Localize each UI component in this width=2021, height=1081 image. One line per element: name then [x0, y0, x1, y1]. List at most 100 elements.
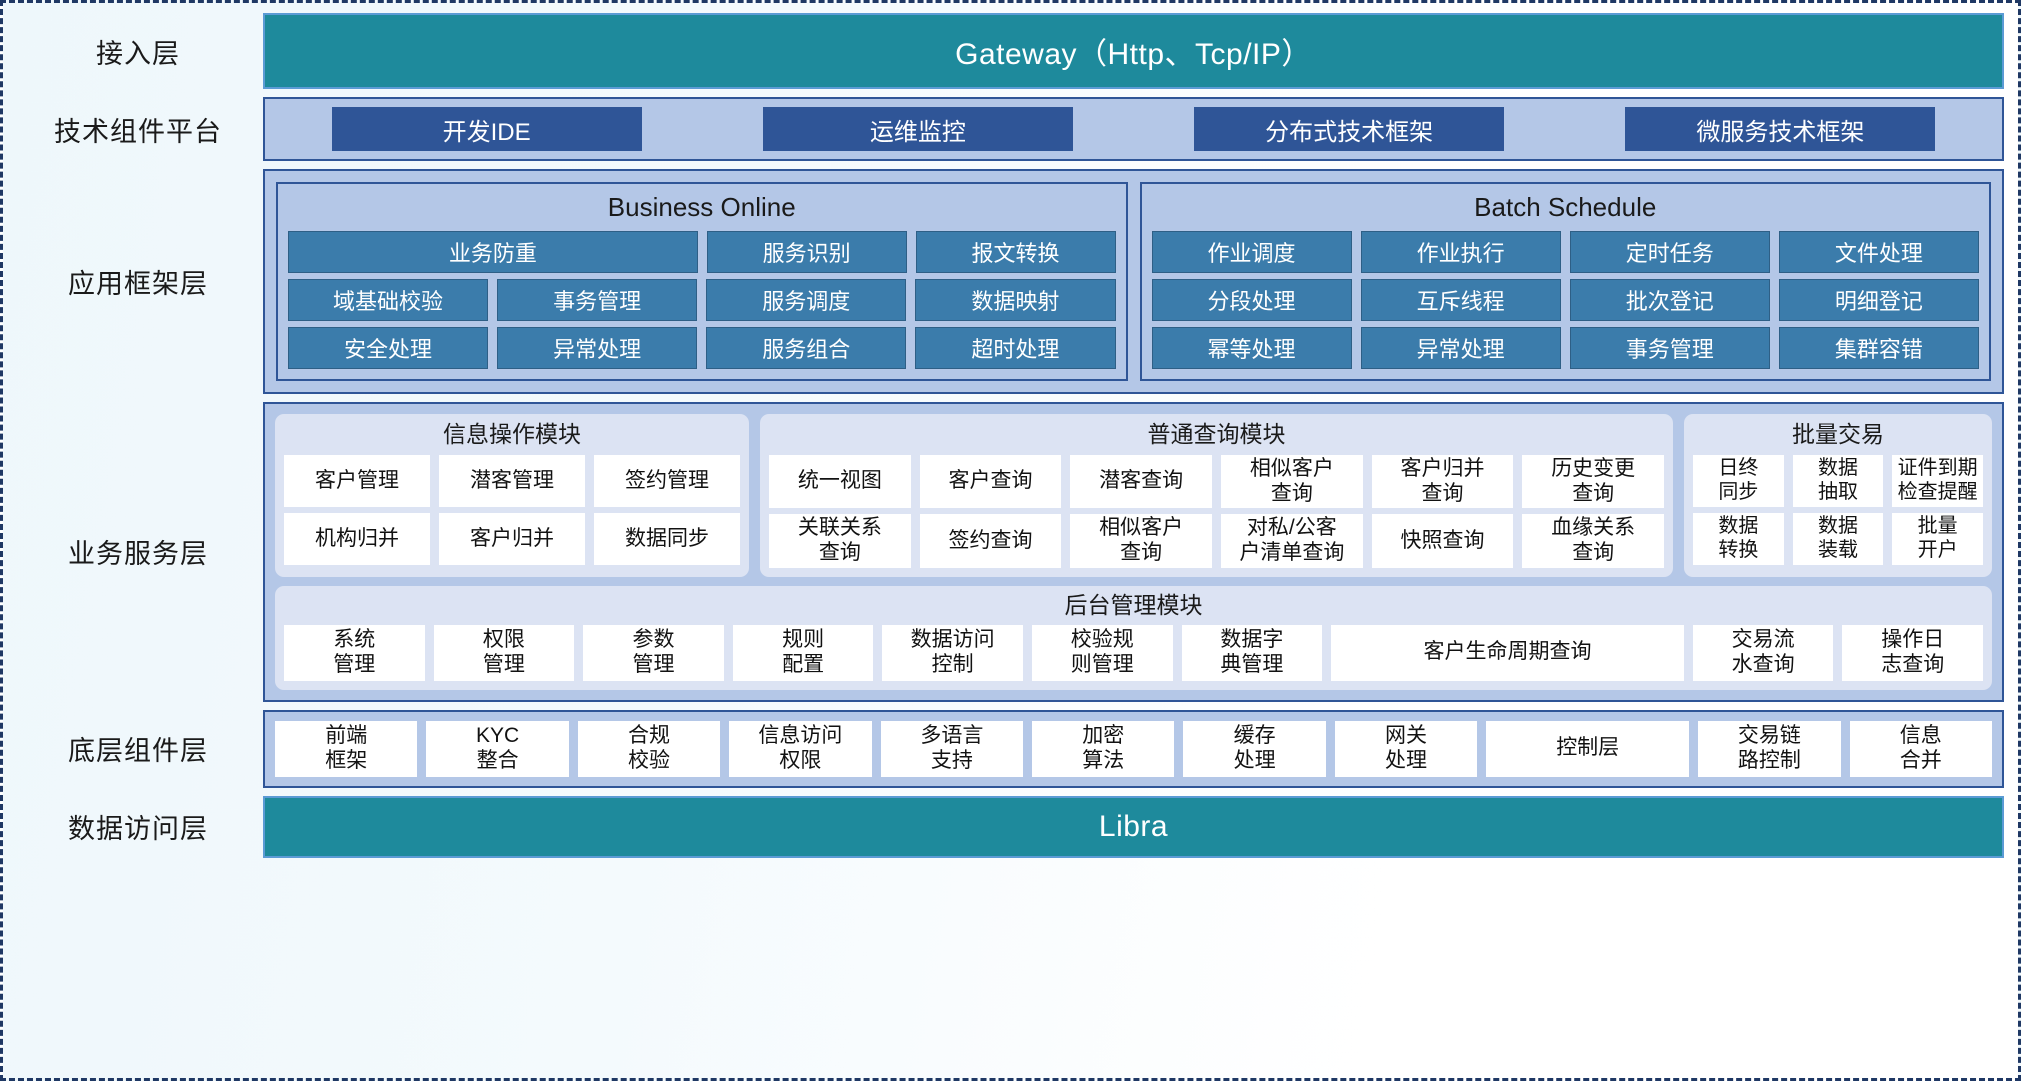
app-chip[interactable]: 服务调度 [706, 279, 907, 322]
group-row: 日终 同步 数据 抽取 证件到期 检查提醒 [1693, 454, 1984, 507]
service-cell[interactable]: 签约管理 [594, 454, 740, 507]
tech-chip[interactable]: 分布式技术框架 [1194, 107, 1505, 151]
component-cell[interactable]: 信息 合并 [1849, 720, 1992, 777]
service-cell[interactable]: 相似客户 查询 [1070, 514, 1213, 568]
service-cell[interactable]: 统一视图 [769, 454, 911, 509]
layer-caption-base-components: 底层组件层 [68, 736, 208, 767]
app-chip[interactable]: 异常处理 [1360, 327, 1561, 370]
component-cell[interactable]: 合规 校验 [577, 720, 721, 777]
component-cell[interactable]: 交易链 路控制 [1698, 720, 1841, 777]
component-cell[interactable]: 控制层 [1486, 720, 1690, 777]
app-chip[interactable]: 业务防重 [288, 231, 698, 274]
service-cell[interactable]: 客户归并 查询 [1371, 454, 1514, 509]
app-row: 安全处理 异常处理 服务组合 超时处理 [288, 327, 1116, 370]
app-chip[interactable]: 异常处理 [497, 327, 698, 370]
service-cell[interactable]: 数据同步 [594, 512, 740, 565]
app-chip[interactable]: 互斥线程 [1360, 279, 1561, 322]
admin-cell[interactable]: 数据字 典管理 [1181, 624, 1323, 681]
service-cell[interactable]: 签约查询 [919, 514, 1062, 568]
app-chip[interactable]: 数据映射 [915, 279, 1116, 322]
app-chip[interactable]: 服务组合 [706, 327, 907, 370]
app-chip[interactable]: 集群容错 [1778, 327, 1979, 370]
app-panel-business-online: Business Online 业务防重 服务识别 报文转换 域基础校验 事务管… [276, 182, 1128, 382]
app-chip[interactable]: 作业调度 [1151, 231, 1352, 274]
service-cell[interactable]: 客户查询 [919, 454, 1062, 509]
group-row: 客户管理 潜客管理 签约管理 [284, 454, 740, 507]
service-cell[interactable]: 历史变更 查询 [1522, 454, 1665, 509]
layer-body-access: Gateway（Http、Tcp/IP） [263, 13, 2004, 89]
layer-body-app-framework: Business Online 业务防重 服务识别 报文转换 域基础校验 事务管… [263, 169, 2004, 395]
service-cell[interactable]: 对私/公客 户清单查询 [1221, 514, 1363, 568]
app-chip[interactable]: 事务管理 [1569, 327, 1770, 370]
app-chip[interactable]: 报文转换 [915, 231, 1116, 274]
app-row: 幂等处理 异常处理 事务管理 集群容错 [1151, 327, 1979, 370]
app-chip[interactable]: 文件处理 [1778, 231, 1979, 274]
app-chip[interactable]: 定时任务 [1569, 231, 1770, 274]
component-cell[interactable]: 多语言 支持 [880, 720, 1024, 777]
layer-caption-access: 接入层 [96, 38, 180, 69]
service-cell[interactable]: 关联关系 查询 [769, 514, 911, 568]
component-cell[interactable]: KYC 整合 [426, 720, 569, 777]
gateway-banner: Gateway（Http、Tcp/IP） [263, 13, 2004, 89]
service-cell[interactable]: 日终 同步 [1693, 454, 1784, 507]
layer-body-business-service: 信息操作模块 客户管理 潜客管理 签约管理 机构归并 客户归并 数据同步 [263, 402, 2004, 702]
layer-business-service: 业务服务层 信息操作模块 客户管理 潜客管理 签约管理 机构归并 客 [13, 402, 2004, 702]
layer-caption-app-framework: 应用框架层 [68, 269, 208, 300]
layer-data-access: 数据访问层 Libra [13, 795, 2004, 858]
group-title: 信息操作模块 [443, 421, 581, 448]
app-chip[interactable]: 安全处理 [288, 327, 489, 370]
component-cell[interactable]: 缓存 处理 [1183, 720, 1326, 777]
service-cell[interactable]: 潜客查询 [1070, 454, 1213, 509]
tech-chip[interactable]: 开发IDE [331, 107, 642, 151]
app-chip[interactable]: 幂等处理 [1151, 327, 1352, 370]
component-cell[interactable]: 网关 处理 [1334, 720, 1478, 777]
app-framework-container: Business Online 业务防重 服务识别 报文转换 域基础校验 事务管… [263, 169, 2004, 395]
layer-body-tech-platform: 开发IDE 运维监控 分布式技术框架 微服务技术框架 [263, 97, 2004, 161]
group-row: 统一视图 客户查询 潜客查询 相似客户 查询 客户归并 查询 历史变更 查询 [769, 454, 1665, 509]
service-cell[interactable]: 快照查询 [1371, 514, 1514, 568]
admin-cell[interactable]: 系统 管理 [284, 624, 425, 681]
service-cell[interactable]: 客户归并 [439, 512, 585, 565]
tech-chip[interactable]: 运维监控 [762, 107, 1073, 151]
service-cell[interactable]: 批量 开户 [1892, 512, 1984, 565]
group-title: 批量交易 [1792, 421, 1884, 448]
service-cell[interactable]: 潜客管理 [439, 454, 585, 507]
app-chip[interactable]: 分段处理 [1151, 279, 1352, 322]
admin-cell[interactable]: 客户生命周期查询 [1331, 624, 1684, 681]
component-cell[interactable]: 前端 框架 [275, 720, 418, 777]
service-cell[interactable]: 证件到期 检查提醒 [1892, 454, 1984, 507]
app-row: 业务防重 服务识别 报文转换 [288, 231, 1116, 274]
tech-chip-strip: 开发IDE 运维监控 分布式技术框架 微服务技术框架 [263, 97, 2004, 161]
service-cell[interactable]: 数据 转换 [1693, 512, 1784, 565]
tech-chip[interactable]: 微服务技术框架 [1625, 107, 1936, 151]
admin-cell[interactable]: 交易流 水查询 [1692, 624, 1834, 681]
admin-cell[interactable]: 规则 配置 [732, 624, 874, 681]
app-chip[interactable]: 服务识别 [706, 231, 907, 274]
admin-cell[interactable]: 操作日 志查询 [1842, 624, 1984, 681]
app-chip[interactable]: 域基础校验 [288, 279, 489, 322]
layer-access: 接入层 Gateway（Http、Tcp/IP） [13, 13, 2004, 89]
app-chip[interactable]: 超时处理 [915, 327, 1116, 370]
group-batch-trade: 批量交易 日终 同步 数据 抽取 证件到期 检查提醒 数据 转换 数据 装载 批… [1684, 414, 1992, 577]
app-chip[interactable]: 批次登记 [1569, 279, 1770, 322]
layer-body-data-access: Libra [263, 795, 2004, 858]
libra-banner: Libra [263, 795, 2004, 858]
admin-cell[interactable]: 数据访问 控制 [882, 624, 1023, 681]
group-row: 关联关系 查询 签约查询 相似客户 查询 对私/公客 户清单查询 快照查询 血缘… [769, 514, 1665, 568]
service-cell[interactable]: 客户管理 [284, 454, 430, 507]
service-cell[interactable]: 机构归并 [284, 512, 430, 565]
component-cell[interactable]: 加密 算法 [1032, 720, 1175, 777]
app-chip[interactable]: 明细登记 [1778, 279, 1979, 322]
service-cell[interactable]: 相似客户 查询 [1221, 454, 1363, 509]
service-cell[interactable]: 数据 抽取 [1792, 454, 1884, 507]
admin-cell[interactable]: 校验规 则管理 [1031, 624, 1173, 681]
component-cell[interactable]: 信息访问 权限 [729, 720, 872, 777]
service-cell[interactable]: 数据 装载 [1792, 512, 1884, 565]
service-cell[interactable]: 血缘关系 查询 [1522, 514, 1665, 568]
app-chip[interactable]: 事务管理 [497, 279, 698, 322]
app-chip[interactable]: 作业执行 [1360, 231, 1561, 274]
admin-cell[interactable]: 参数 管理 [583, 624, 724, 681]
base-component-strip: 前端 框架 KYC 整合 合规 校验 信息访问 权限 多语言 支持 加密 算法 … [263, 709, 2004, 788]
admin-cell[interactable]: 权限 管理 [433, 624, 575, 681]
